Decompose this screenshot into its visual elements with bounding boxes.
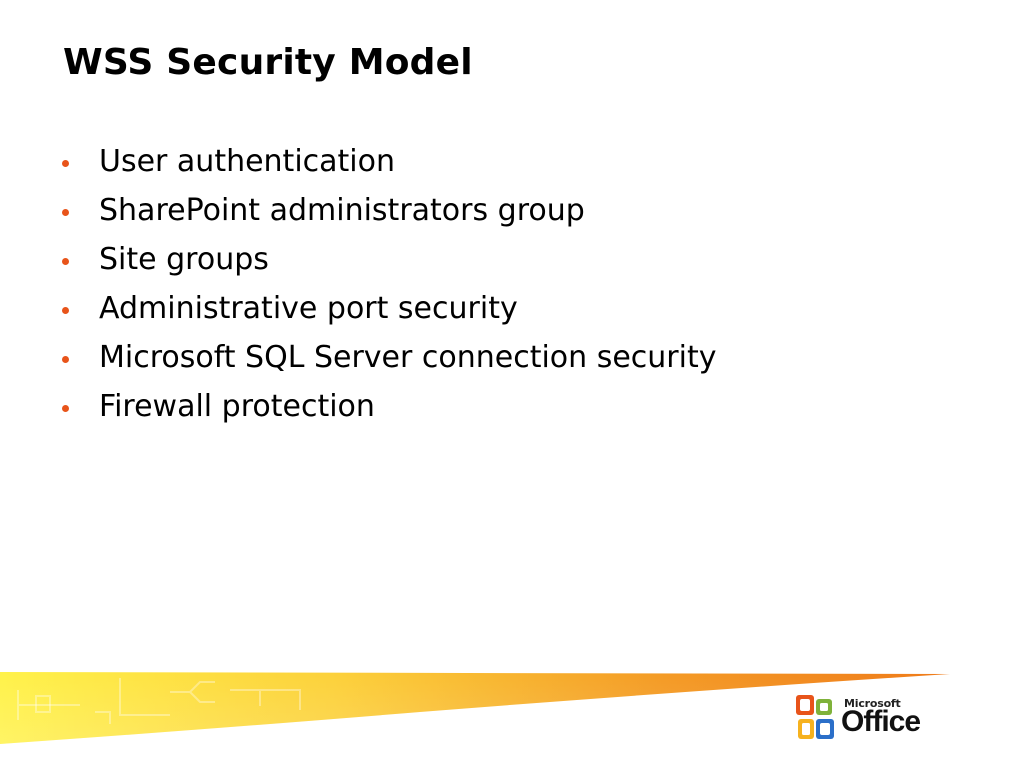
office-puzzle-icon — [796, 695, 834, 739]
bullet-icon — [62, 307, 69, 314]
microsoft-office-logo: Microsoft Office — [794, 693, 934, 743]
list-item: Microsoft SQL Server connection security — [62, 333, 717, 382]
list-item: SharePoint administrators group — [62, 186, 717, 235]
footer-swoosh-band — [0, 672, 950, 744]
list-item: User authentication — [62, 137, 717, 186]
list-item: Administrative port security — [62, 284, 717, 333]
bullet-text: User authentication — [99, 144, 396, 179]
bullet-icon — [62, 258, 69, 265]
bullet-text: Firewall protection — [99, 389, 375, 424]
logo-brand-text: Microsoft — [844, 697, 901, 710]
list-item: Site groups — [62, 235, 717, 284]
bullet-list: User authentication SharePoint administr… — [62, 137, 717, 431]
bullet-text: Administrative port security — [99, 291, 518, 326]
bullet-icon — [62, 405, 69, 412]
bullet-text: Site groups — [99, 242, 269, 277]
bullet-icon — [62, 160, 69, 167]
bullet-text: SharePoint administrators group — [99, 193, 585, 228]
bullet-icon — [62, 356, 69, 363]
bullet-icon — [62, 209, 69, 216]
bullet-text: Microsoft SQL Server connection security — [99, 340, 717, 375]
band-decoration — [17, 678, 301, 724]
logo-product-text: Office — [841, 705, 921, 738]
list-item: Firewall protection — [62, 382, 717, 431]
slide-title: WSS Security Model — [63, 42, 473, 83]
